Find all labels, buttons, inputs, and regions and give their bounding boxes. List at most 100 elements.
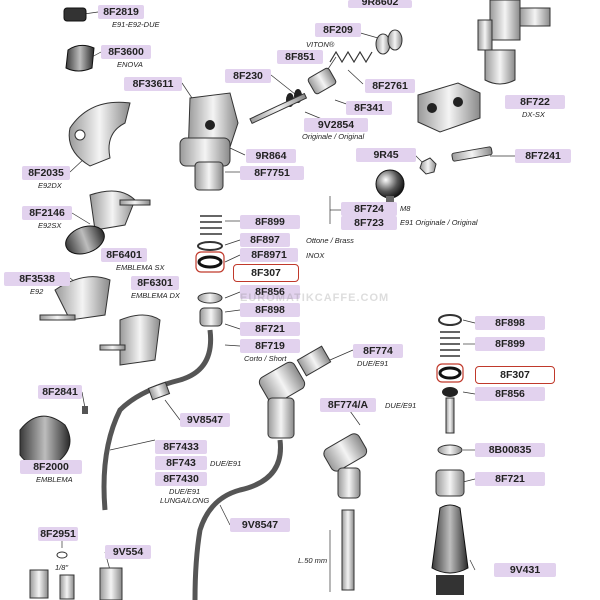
note-viton: VITON®: [306, 40, 335, 49]
label-8F897: 8F897: [240, 233, 290, 247]
note-e92dx: E92DX: [38, 181, 62, 190]
label-8F898-a: 8F898: [240, 303, 300, 317]
part-9V8547-tube-a: [101, 329, 214, 511]
label-8F856-b: 8F856: [475, 387, 545, 401]
label-9V8547-b: 9V8547: [230, 518, 290, 532]
part-9V8547-tube-b: [192, 439, 283, 600]
note-emblema-dx: EMBLEMA DX: [131, 291, 180, 300]
part-9R45: [419, 157, 437, 175]
part-8F3600: [65, 44, 95, 72]
label-8F898-b: 8F898: [475, 316, 545, 330]
part-8F897-washer: [197, 241, 223, 251]
part-8F899-spring-b: [440, 331, 460, 357]
note-original: Originale / Original: [302, 132, 365, 141]
label-8F307-a: 8F307: [233, 264, 299, 282]
label-8F2000: 8F2000: [20, 460, 82, 474]
part-8F2035: [68, 101, 131, 167]
label-8F2951: 8F2951: [38, 527, 78, 541]
label-8B00835: 8B00835: [475, 443, 545, 457]
label-8F719: 8F719: [240, 339, 300, 353]
label-8F209: 8F209: [315, 23, 361, 37]
label-8F722: 8F722: [505, 95, 565, 109]
note-emblema: EMBLEMA: [36, 475, 73, 484]
part-8F307-oring: [195, 251, 225, 273]
note-e91-e92-due: E91-E92-DUE: [112, 20, 160, 29]
part-8F6301: [99, 314, 161, 366]
label-8F851: 8F851: [277, 50, 323, 64]
note-1-8: 1/8": [55, 563, 69, 572]
label-8F856-a: 8F856: [240, 285, 300, 299]
part-8F724: [375, 169, 405, 202]
label-8F774: 8F774: [353, 344, 403, 358]
part-8F2819: [63, 7, 87, 22]
label-8F7433: 8F7433: [155, 440, 207, 454]
label-8F33611: 8F33611: [124, 77, 182, 91]
note-e92sx: E92SX: [38, 221, 62, 230]
part-8F7433: [147, 381, 171, 401]
part-8F721-b: [435, 469, 465, 497]
label-8F7430: 8F7430: [155, 472, 207, 486]
note-emblema-sx: EMBLEMA SX: [116, 263, 165, 272]
label-8F341: 8F341: [346, 101, 392, 115]
note-e91-original: E91 Originale / Original: [400, 218, 478, 227]
note-due-lunga: DUE/E91 LUNGA/LONG: [160, 487, 210, 505]
label-9V2854: 9V2854: [304, 118, 368, 132]
part-8F774A: [323, 433, 368, 591]
label-8F721-a: 8F721: [240, 322, 300, 336]
label-9R864: 9R864: [246, 149, 296, 163]
label-8F899-b: 8F899: [475, 337, 545, 351]
note-ottone-brass: Ottone / Brass: [306, 236, 354, 245]
label-8F899-a: 8F899: [240, 215, 300, 229]
label-8F7751: 8F7751: [240, 166, 304, 180]
part-9V554: [99, 567, 123, 600]
label-8F743: 8F743: [155, 456, 207, 470]
watermark: EUROMATIKCAFFE.COM: [240, 292, 390, 304]
part-9R8602: [477, 0, 551, 85]
label-8F8971: 8F8971: [240, 248, 298, 262]
note-due-e91-b: DUE/E91: [385, 401, 417, 410]
note-e92: E92: [30, 287, 44, 296]
label-8F774A: 8F774/A: [320, 398, 376, 412]
part-8F7241: [451, 146, 493, 162]
part-8F2000: [19, 415, 71, 467]
label-8F2761: 8F2761: [365, 79, 415, 93]
label-9V554: 9V554: [105, 545, 151, 559]
label-8F307-b: 8F307: [475, 366, 555, 384]
part-8F721-fitting: [199, 307, 223, 327]
part-8F856-ball: [197, 292, 223, 304]
part-8B00835: [437, 444, 463, 456]
note-m8: M8: [400, 204, 411, 213]
part-8F209: [375, 29, 403, 55]
part-8F2951: [29, 551, 75, 600]
part-8F851: [307, 67, 337, 95]
part-8F33611: [179, 92, 239, 191]
part-8F2761: [329, 50, 373, 64]
label-9V431: 9V431: [494, 563, 556, 577]
part-8F899-spring: [200, 215, 222, 235]
part-8F856-b: [442, 387, 458, 434]
part-8F2146: [65, 190, 151, 255]
note-corto-short: Corto / Short: [244, 354, 287, 363]
label-8F6301: 8F6301: [131, 276, 179, 290]
label-8F7241: 8F7241: [515, 149, 571, 163]
label-8F6401: 8F6401: [101, 248, 147, 262]
part-8F2841: [82, 406, 88, 414]
part-9V431: [431, 504, 469, 595]
label-8F724: 8F724: [341, 202, 397, 216]
note-dx-sx: DX-SX: [522, 110, 545, 119]
label-8F721-b: 8F721: [475, 472, 545, 486]
label-8F2819: 8F2819: [98, 5, 144, 19]
note-enova: ENOVA: [117, 60, 143, 69]
label-8F230: 8F230: [225, 69, 271, 83]
label-8F2035: 8F2035: [22, 166, 70, 180]
label-8F723: 8F723: [341, 216, 397, 230]
part-8F722: [417, 82, 481, 133]
note-l50: L.50 mm: [298, 556, 328, 565]
label-9R8602: 9R8602: [348, 0, 412, 8]
label-8F3600: 8F3600: [101, 45, 151, 59]
label-8F3538: 8F3538: [4, 272, 70, 286]
label-8F2146: 8F2146: [22, 206, 72, 220]
note-due-e91-a: DUE/E91: [357, 359, 389, 368]
